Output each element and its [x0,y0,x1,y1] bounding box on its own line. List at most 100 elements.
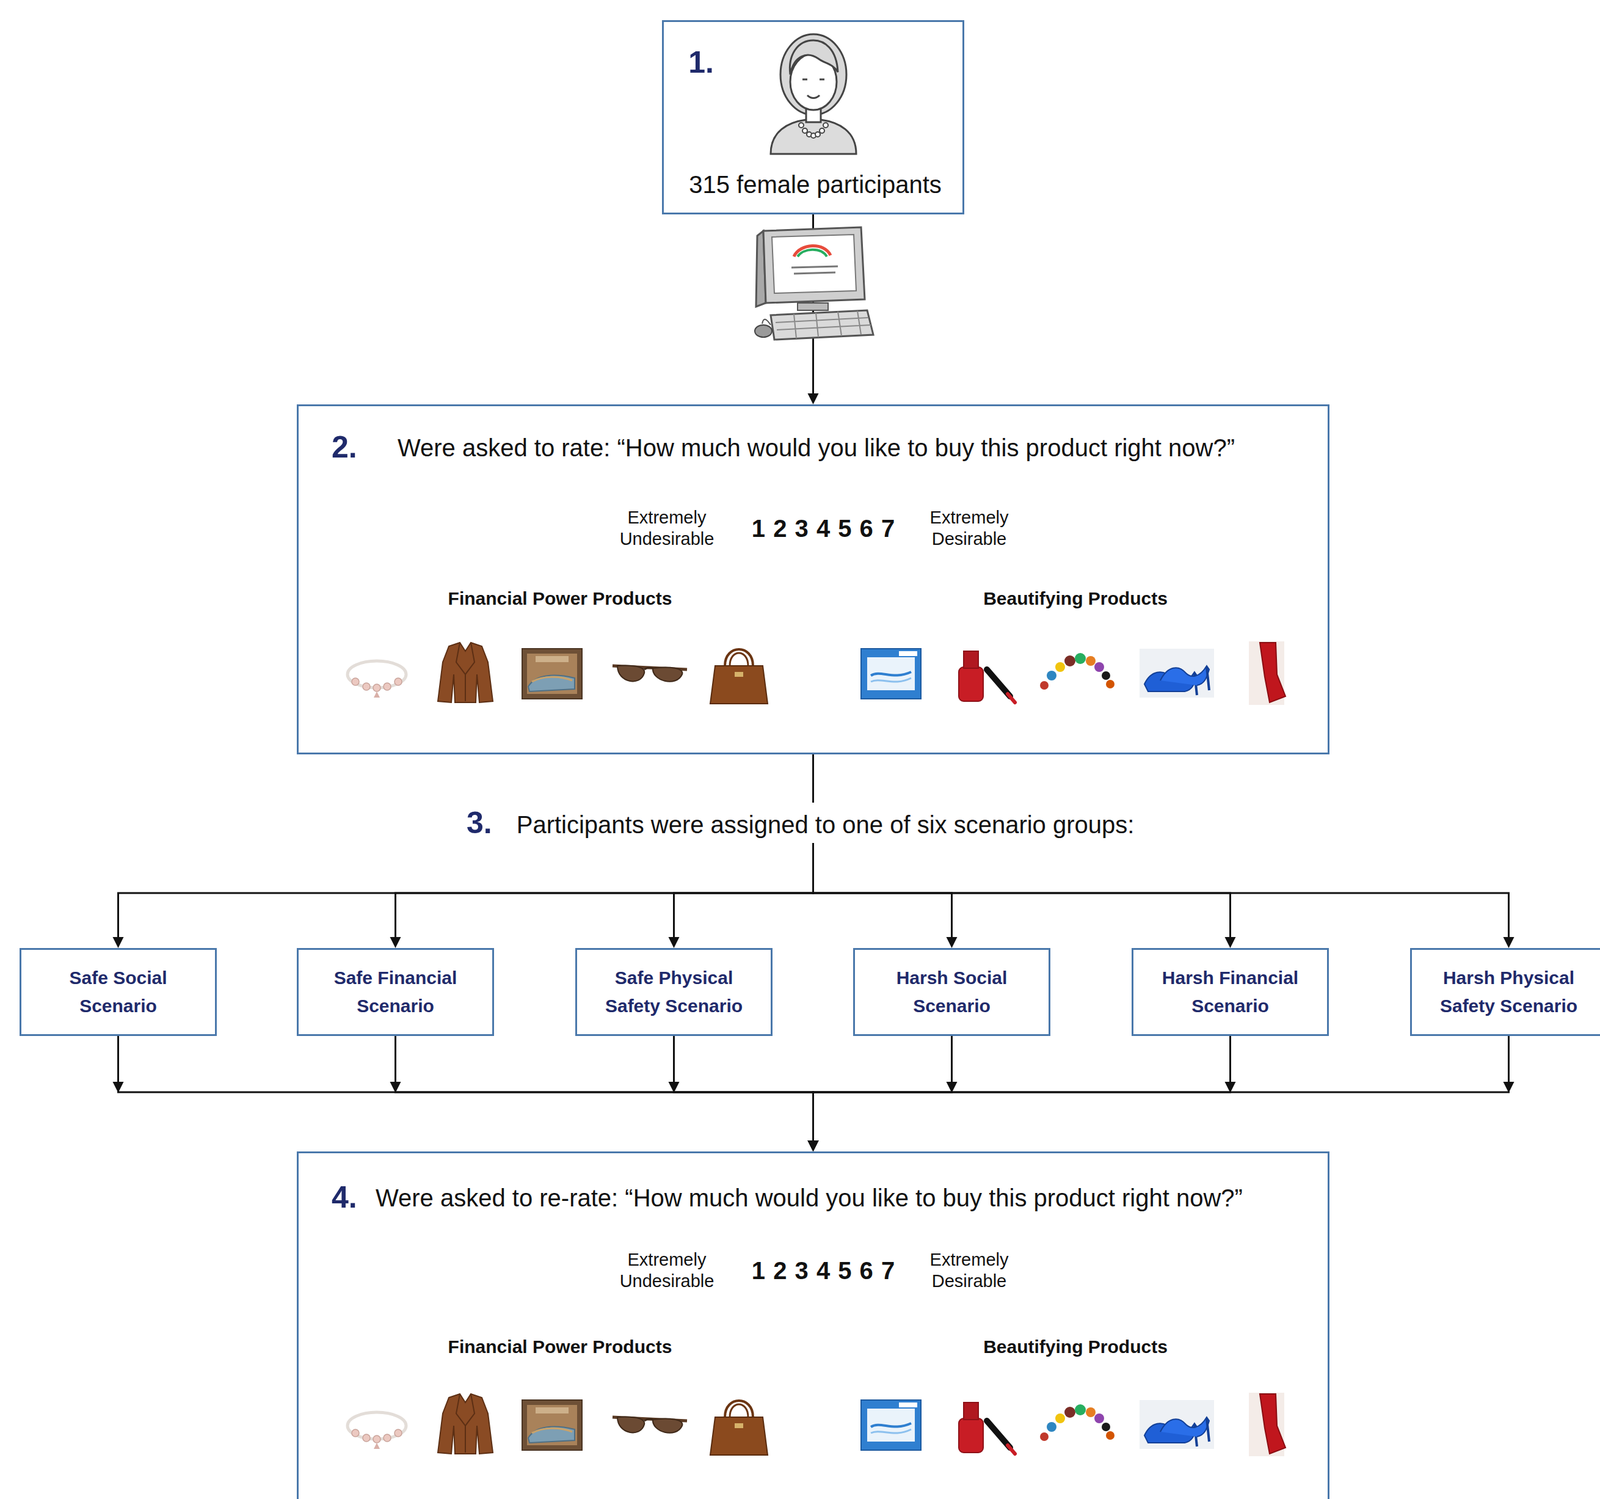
person-illustration-part [823,122,829,128]
arrowhead [807,393,819,405]
merge-arrowhead [1225,1081,1237,1093]
flow-connector [118,1035,819,1152]
connector-line [813,754,953,939]
product-category: Beautifying Products [983,588,1168,610]
connector-line [813,1035,953,1142]
scenario-box: Safe Financial Scenario [296,947,495,1036]
step-number: 1. [688,45,714,81]
step-text: Participants were assigned to one of six… [516,810,1135,839]
connector-line [118,1035,814,1142]
arrowhead [807,1140,819,1152]
tights-image [1248,1392,1286,1456]
scenario-box: Safe Social Scenario [19,947,217,1036]
scenario-label: Safe Financial Scenario [308,963,483,1021]
scenario-label: Harsh Social Scenario [864,963,1039,1021]
arrowhead [807,1140,819,1152]
arrowhead [946,936,958,948]
computer-illustration-part [797,249,827,257]
necklace-image [1040,1403,1115,1441]
arrowhead [112,936,124,948]
product-row-1 [347,641,1286,705]
connector-line [813,754,1510,939]
computer-illustration-part [762,319,771,325]
step-box: 1. 315 female participants [661,20,965,215]
step-box: 4.Were asked to re-rate: “How much would… [296,1151,1330,1499]
merge-arrowhead [1503,1081,1515,1093]
pumps-image [1139,648,1215,698]
connector-line [118,754,814,939]
arrowhead [807,1140,819,1152]
flow-connector [395,1035,819,1152]
merge-arrowhead [1225,1081,1237,1093]
computer-illustration-part [754,324,772,338]
participant-count: 315 female participants [688,170,942,199]
flow-connector [807,1035,953,1152]
sunglasses-image [612,1416,688,1433]
person-illustration-part [770,119,857,154]
shoe-box-image [522,1399,582,1450]
merge-arrowhead [668,1081,680,1093]
person-illustration-part [819,128,825,134]
necklace-image [1040,652,1115,690]
flow-connector [668,754,814,948]
connector-line [395,1035,814,1142]
scenario-label: Harsh Financial Scenario [1143,963,1318,1021]
computer-illustration-part [775,310,871,339]
arrowhead [807,1140,819,1152]
merge-arrowhead [946,1081,958,1093]
person-illustration-part [802,128,808,134]
merge-arrowhead [668,1081,680,1093]
scenario-label: Safe Physical Safety Scenario [586,963,761,1021]
person-illustration-part [789,40,838,75]
scenario-label: Safe Social Scenario [31,963,206,1021]
jacket-image [437,642,493,703]
flow-connector [390,754,814,948]
product-category: Financial Power Products [448,588,673,610]
step-number: 2. [331,429,358,466]
computer-illustration-part [791,266,838,274]
computer-illustration-part [771,234,857,294]
merge-arrowhead [390,1081,402,1093]
whitestrips-image [861,1399,921,1450]
nail-polish-image [958,1402,1015,1454]
connector-line [813,1035,1231,1142]
computer-illustration-part [793,245,831,257]
scale-anchor: Extremely Undesirable [619,506,715,550]
computer-illustration [754,227,874,340]
computer-illustration-part [770,310,874,340]
scenario-box: Safe Physical Safety Scenario [575,947,773,1036]
step-label-row: 3. Participants were assigned to one of s… [459,802,1142,843]
person-illustration-part [780,34,847,115]
connector-line [813,754,1231,939]
step-number: 3. [466,804,493,841]
flow-connector [813,754,1515,948]
bracelet-image [347,1411,407,1449]
shoe-box-image [522,648,582,699]
computer-illustration-part [763,227,865,303]
connector-line [674,1035,814,1142]
merge-arrowhead [946,1081,958,1093]
connector-line [674,754,814,939]
arrowhead [668,936,680,948]
flow-connector [112,754,814,948]
person-illustration-part [798,122,804,128]
connector-line [395,754,814,939]
flow-connector [674,1035,819,1152]
flow-connector [807,1035,1510,1152]
person-illustration-part [802,78,825,81]
sunglasses-image [612,665,688,682]
step-number: 4. [331,1179,358,1216]
pumps-image [1139,1399,1215,1449]
merge-arrowhead [112,1081,124,1093]
bracelet-image [347,660,407,698]
arrowhead [390,936,402,948]
person-illustration [770,34,857,154]
nail-polish-image [958,650,1015,703]
merge-arrowhead [112,1081,124,1093]
flow-connector [813,754,958,948]
flow-connector [807,1035,1231,1152]
question-text: Were asked to rate: “How much would you … [397,433,1235,462]
tights-image [1248,641,1286,705]
connector-line [813,1035,1510,1142]
product-row-2 [347,1392,1286,1456]
